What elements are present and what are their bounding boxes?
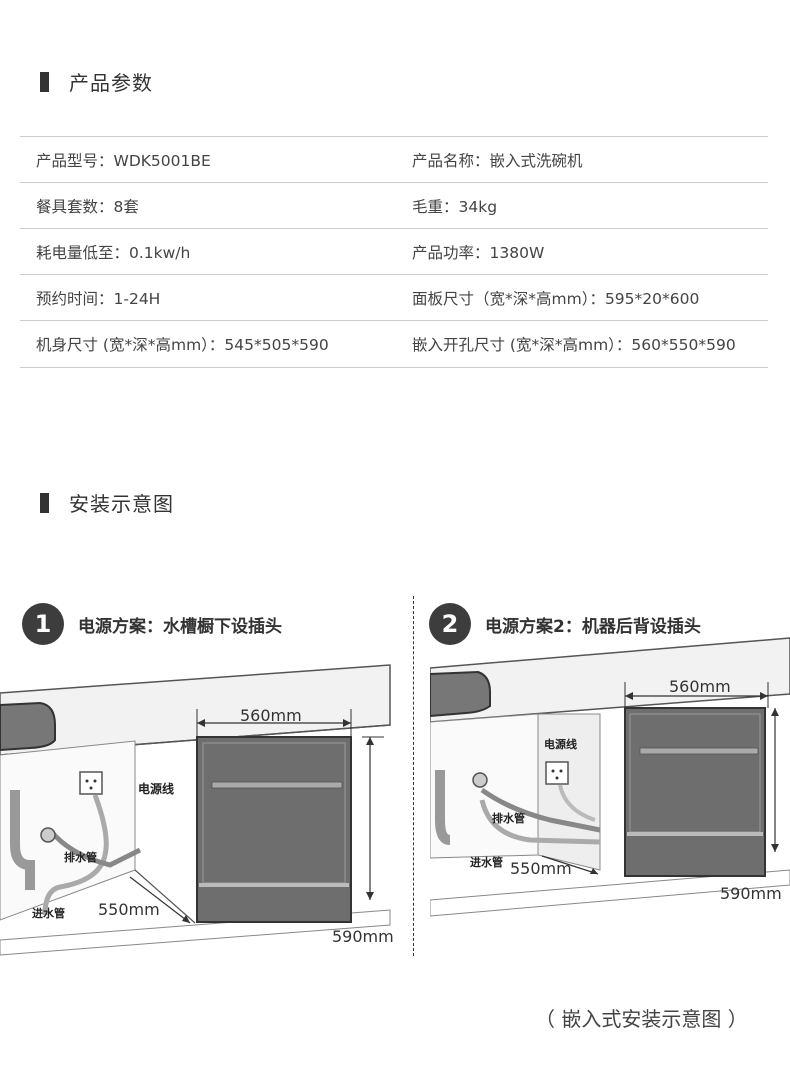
depth-dimension	[541, 855, 599, 875]
depth-dimension	[129, 876, 191, 924]
plan2-header: 2 电源方案2：机器后背设插头	[429, 603, 701, 645]
drain-label: 排水管	[64, 850, 97, 864]
floor	[430, 869, 790, 917]
plan2-number-badge: 2	[429, 603, 471, 645]
sink-icon	[0, 701, 56, 752]
section-title-text: 安装示意图	[69, 492, 174, 516]
inlet-hose	[479, 799, 601, 845]
plan1-number-badge: 1	[22, 603, 64, 645]
dishwasher-panel	[196, 736, 352, 923]
section-title-params: 产品参数	[40, 67, 153, 96]
power-cord-label: 电源线	[138, 781, 174, 796]
inlet-label: 进水管	[32, 906, 65, 920]
spec-row: 预约时间：1-24H 面板尺寸（宽*深*高mm）：595*20*600	[20, 274, 768, 320]
drain-label: 排水管	[492, 811, 525, 825]
spec-delay-start: 预约时间：1-24H	[36, 289, 161, 308]
section-marker	[40, 71, 49, 92]
plan2-label: 电源方案2：机器后背设插头	[485, 616, 701, 637]
socket-icon	[79, 771, 103, 795]
drain-hose	[480, 787, 601, 833]
door-handle	[639, 747, 759, 755]
inlet-label: 进水管	[470, 855, 503, 869]
spec-power: 产品功率：1380W	[412, 243, 545, 262]
height-label: 590mm	[332, 927, 394, 946]
spec-row: 餐具套数：8套 毛重：34kg	[20, 182, 768, 228]
drain-pipe	[10, 790, 35, 890]
spec-body-size: 机身尺寸 (宽*深*高mm）：545*505*590	[36, 336, 329, 354]
spec-row: 机身尺寸 (宽*深*高mm）：545*505*590 嵌入开孔尺寸 (宽*深*高…	[20, 320, 768, 368]
install-diagram-2: 电源线 排水管 进水管 560mm 550mm 590mm	[430, 637, 790, 917]
spec-cutout-size: 嵌入开孔尺寸 (宽*深*高mm）：560*550*590	[412, 336, 736, 354]
diagram-divider	[413, 596, 414, 956]
cabinet-interior	[0, 740, 136, 921]
valve-icon	[472, 772, 488, 788]
socket-icon	[545, 761, 569, 785]
spec-energy: 耗电量低至：0.1kw/h	[36, 243, 191, 262]
width-label: 560mm	[240, 706, 302, 725]
spec-model: 产品型号：WDK5001BE	[36, 151, 211, 170]
spec-place-settings: 餐具套数：8套	[36, 197, 139, 216]
plan1-header: 1 电源方案：水槽橱下设插头	[22, 603, 282, 645]
dishwasher-panel	[624, 707, 766, 877]
spec-panel-size: 面板尺寸（宽*深*高mm）：595*20*600	[412, 289, 700, 308]
spec-row: 产品型号：WDK5001BE 产品名称：嵌入式洗碗机	[20, 136, 768, 182]
countertop	[430, 637, 790, 723]
section-title-install: 安装示意图	[40, 488, 174, 517]
diagram-caption: （ 嵌入式安装示意图 ）	[535, 1007, 748, 1031]
spec-product-name: 产品名称：嵌入式洗碗机	[412, 151, 583, 170]
power-cord	[42, 794, 109, 916]
install-diagram-1: 电源线 排水管 进水管 560mm 550mm 590mm	[0, 664, 394, 956]
spec-row: 耗电量低至：0.1kw/h 产品功率：1380W	[20, 228, 768, 274]
power-cord-label: 电源线	[544, 737, 577, 751]
spec-gross-weight: 毛重：34kg	[412, 197, 498, 216]
sink-icon	[430, 670, 491, 718]
niche-back	[537, 713, 601, 871]
valve-icon	[40, 827, 56, 843]
height-label: 590mm	[720, 884, 782, 903]
width-label: 560mm	[669, 677, 731, 696]
plan1-label: 电源方案：水槽橱下设插头	[78, 616, 282, 637]
depth-label: 550mm	[98, 900, 160, 919]
door-handle	[211, 781, 343, 789]
power-cord	[558, 784, 596, 822]
drain-pipe	[435, 770, 451, 845]
depth-label: 550mm	[510, 859, 572, 878]
section-title-text: 产品参数	[69, 71, 153, 95]
section-marker	[40, 492, 49, 513]
spec-table: 产品型号：WDK5001BE 产品名称：嵌入式洗碗机 餐具套数：8套 毛重：34…	[20, 136, 768, 368]
